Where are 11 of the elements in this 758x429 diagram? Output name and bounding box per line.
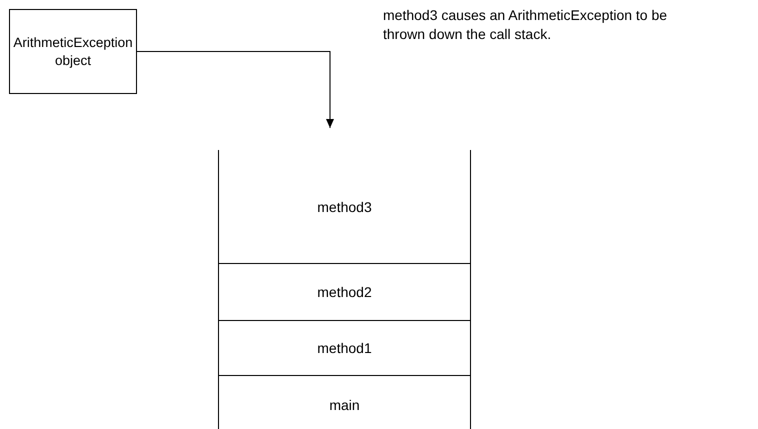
label-text: method2	[317, 282, 372, 300]
label-text: method3	[317, 198, 372, 216]
stack-frame	[218, 320, 471, 376]
stack-frame	[218, 375, 471, 429]
arrow	[136, 51, 334, 128]
stack-frame	[218, 263, 471, 321]
note-text: method3 causes an ArithmeticException to be thrown down the call stack.	[383, 6, 668, 44]
label-text: main	[329, 396, 360, 414]
label-text: ArithmeticException object	[12, 34, 134, 70]
object-box	[9, 9, 137, 94]
label-text: method1	[317, 338, 372, 356]
